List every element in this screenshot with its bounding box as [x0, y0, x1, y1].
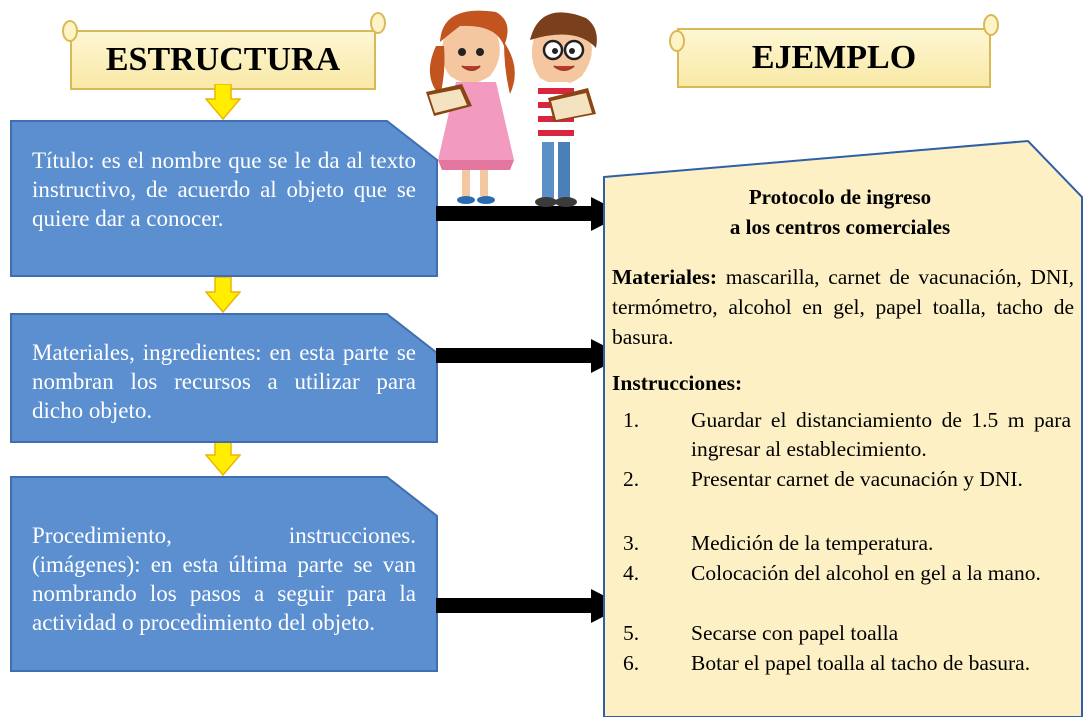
scroll-curl-icon: [370, 12, 386, 34]
estructura-heading: ESTRUCTURA: [105, 41, 341, 78]
instruction-item: 2. Presentar carnet de vacunación y DNI.: [612, 465, 1074, 523]
down-arrow-icon: [205, 440, 241, 476]
instruction-text: Secarse con papel toalla: [691, 621, 899, 645]
connector-arrow-icon: [436, 589, 624, 623]
instruction-item: 1. Guardar el distanciamiento de 1.5 m p…: [612, 406, 1074, 464]
materials-paragraph: Materiales: mascarilla, carnet de vacuna…: [612, 262, 1074, 352]
instruction-text: Guardar el distanciamiento de 1.5 m para…: [691, 408, 1071, 461]
ejemplo-banner: EJEMPLO: [677, 28, 991, 88]
scroll-curl-icon: [669, 30, 685, 52]
example-title-line1: Protocolo de ingreso: [748, 185, 932, 209]
instruction-text: Botar el papel toalla al tacho de basura…: [691, 651, 1031, 675]
structure-box-text: Título: es el nombre que se le da al tex…: [32, 148, 416, 231]
estructura-banner: ESTRUCTURA: [70, 30, 376, 90]
down-arrow-icon: [205, 277, 241, 313]
instruction-number: 3.: [623, 531, 640, 555]
example-title-line2: a los centros comerciales: [729, 215, 951, 239]
instruction-text: Medición de la temperatura.: [691, 531, 934, 555]
ejemplo-heading: EJEMPLO: [751, 39, 917, 76]
structure-box-materials: Materiales, ingredientes: en esta parte …: [10, 313, 438, 443]
example-panel: [603, 139, 1083, 717]
instruction-number: 1.: [623, 408, 640, 432]
instruction-item: 6. Botar el papel toalla al tacho de bas…: [612, 649, 1074, 707]
children-reading-illustration: [426, 10, 597, 207]
structure-box-procedure: Procedimiento, instrucciones. (imágenes)…: [10, 476, 438, 672]
materials-text: mascarilla, carnet de vacunación, DNI, t…: [612, 265, 1074, 349]
instruction-item: 4. Colocación del alcohol en gel a la ma…: [612, 559, 1074, 617]
instruction-item: 3. Medición de la temperatura.: [612, 529, 1074, 558]
instruction-item: 5. Secarse con papel toalla: [612, 619, 1074, 648]
instruction-number: 6.: [623, 651, 640, 675]
scroll-curl-icon: [62, 20, 78, 42]
instruction-number: 5.: [623, 621, 640, 645]
scroll-curl-icon: [983, 14, 999, 36]
materials-label: Materiales:: [612, 265, 718, 289]
instruction-number: 4.: [623, 561, 640, 585]
structure-box-title: Título: es el nombre que se le da al tex…: [10, 120, 438, 277]
structure-box-text: Materiales, ingredientes: en esta parte …: [32, 340, 416, 423]
instructions-label: Instrucciones:: [612, 371, 743, 395]
instruction-text: Presentar carnet de vacunación y DNI.: [691, 467, 1023, 491]
down-arrow-icon: [205, 84, 241, 120]
structure-box-text: Procedimiento, instrucciones. (imágenes)…: [32, 523, 416, 635]
instruction-number: 2.: [623, 467, 640, 491]
connector-arrow-icon: [436, 339, 624, 373]
instruction-text: Colocación del alcohol en gel a la mano.: [691, 561, 1041, 585]
